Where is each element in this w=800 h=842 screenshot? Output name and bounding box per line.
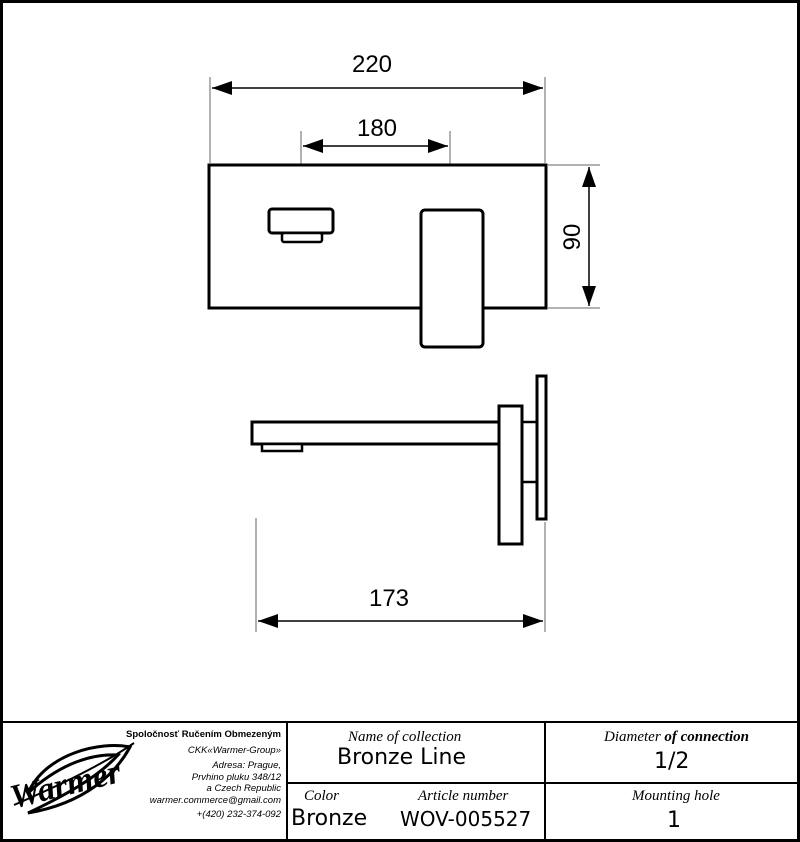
mounting-block: [497, 404, 524, 546]
diameter-value: 1/2: [654, 749, 690, 774]
wall-flange: [535, 374, 548, 521]
technical-drawing: 220 180 90 173: [207, 51, 600, 632]
spout-body: [250, 420, 506, 446]
company-group: CKK«Warmer-Group»: [187, 744, 281, 756]
collection-value: Bronze Line: [337, 745, 466, 770]
dimension-label-180: 180: [357, 115, 397, 142]
company-info: Spoločnosť Ručením Obmezeným CKK«Warmer-…: [126, 729, 281, 821]
diameter-label: Diameter of connection: [604, 729, 749, 746]
company-email: warmer.commerce@gmail.com: [149, 794, 281, 806]
company-name: Spoločnosť Ručením Obmezeným: [126, 729, 281, 740]
company-phone: +(420) 232-374-092: [196, 809, 281, 820]
divider: [286, 782, 800, 784]
collection-label: Name of collection: [348, 729, 462, 745]
divider: [286, 721, 288, 842]
spout-tip: [260, 442, 304, 453]
color-value: Bronze: [291, 806, 368, 831]
wall-plate: [207, 163, 548, 310]
dimension-label-220: 220: [352, 51, 392, 78]
article-label: Article number: [418, 788, 509, 804]
diameter-label-part1: Diameter: [604, 729, 661, 745]
company-address-3: a Czech Republic: [206, 783, 281, 794]
title-block: Warmer Spoločnosť Ručením Obmezeným CKK«…: [0, 721, 800, 842]
front-view: [207, 77, 600, 349]
side-view: [250, 374, 548, 632]
company-address-1: Adresa: Prague,: [212, 760, 281, 771]
divider: [0, 721, 800, 723]
diameter-label-part2: of connection: [664, 729, 749, 745]
divider: [544, 721, 546, 842]
company-address-2: Prvhino pluku 348/12: [191, 771, 281, 783]
article-value: WOV-005527: [400, 807, 532, 831]
spout-outlet: [267, 207, 335, 235]
color-label: Color: [304, 788, 340, 804]
spout-outlet-tip: [280, 231, 324, 244]
logo-text: Warmer: [6, 753, 125, 816]
lever-handle: [419, 208, 485, 349]
warmer-logo: Warmer: [6, 742, 135, 816]
dimension-label-90: 90: [559, 224, 586, 251]
dimension-label-173: 173: [369, 585, 409, 612]
mounting-value: 1: [667, 808, 681, 833]
mounting-label: Mounting hole: [632, 788, 720, 804]
